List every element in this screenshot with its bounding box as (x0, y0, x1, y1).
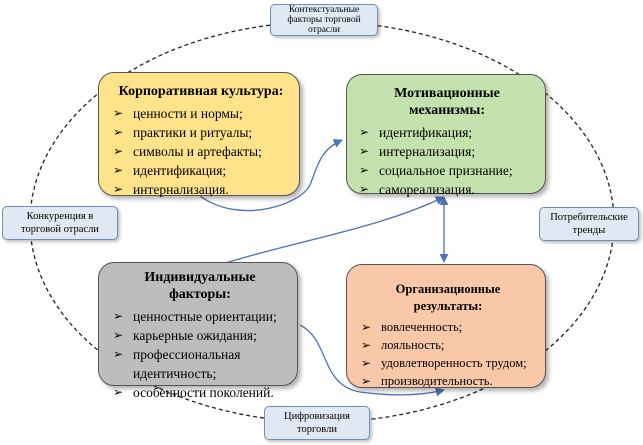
context-label-digitalization: Цифровизация торговли (284, 411, 350, 435)
individual-factors-box: Индивидуальные факторы: ➢ценностные орие… (98, 262, 298, 400)
list-item: ➢практики и ритуалы; (113, 125, 253, 140)
context-label-consumer-trends: Потребительские тренды (550, 212, 628, 236)
motivation-mechanisms-box: Мотивационные механизмы: ➢идентификация;… (346, 74, 546, 197)
corporate-culture-title: Корпоративная культура: (118, 84, 284, 99)
arrow-bullet-icon: ➢ (113, 144, 124, 158)
list-item: ➢ценностные ориентации; (113, 309, 277, 324)
list-item: ➢символы и артефакты; (113, 144, 262, 159)
list-item: ➢карьерные ожидания; (113, 328, 257, 343)
arrow-bullet-icon: ➢ (361, 356, 372, 370)
organizational-results-list: ➢вовлеченность; ➢лояльность; ➢удовлетвор… (361, 318, 535, 390)
individual-factors-list: ➢ценностные ориентации; ➢карьерные ожида… (113, 307, 287, 402)
list-item: ➢вовлеченность; (361, 320, 463, 334)
organizational-results-title: Организационные результаты: (395, 282, 501, 313)
context-box-digitalization: Цифровизация торговли (264, 406, 370, 440)
list-item: ➢особенности поколений. (113, 385, 274, 400)
arrow-bullet-icon: ➢ (113, 125, 124, 139)
arrow-bullet-icon: ➢ (113, 163, 124, 177)
list-item: ➢ценности и нормы; (113, 106, 243, 121)
list-item: ➢идентификация; (359, 125, 473, 140)
context-box-industry: Контекстуальные факторы торговой отрасли (270, 4, 378, 36)
list-item: ➢удовлетворенность трудом; (361, 356, 527, 370)
organizational-results-box: Организационные результаты: ➢вовлеченнос… (346, 264, 546, 388)
arrow-bullet-icon: ➢ (359, 144, 370, 158)
connector-culture-to-motivation (199, 139, 343, 212)
context-label-industry: Контекстуальные факторы торговой отрасли (287, 5, 361, 35)
arrow-bullet-icon: ➢ (113, 106, 124, 120)
arrow-bullet-icon: ➢ (113, 347, 124, 361)
arrow-bullet-icon: ➢ (113, 385, 124, 399)
arrow-bullet-icon: ➢ (361, 338, 372, 352)
list-item: ➢самореализация. (359, 182, 475, 197)
connector-individual-to-results (299, 324, 445, 397)
arrow-bullet-icon: ➢ (113, 182, 124, 196)
motivation-mechanisms-title: Мотивационные механизмы: (394, 86, 500, 118)
corporate-culture-list: ➢ценности и нормы; ➢практики и ритуалы; … (113, 104, 289, 199)
arrow-bullet-icon: ➢ (361, 374, 372, 388)
list-item: ➢идентификация; (113, 163, 227, 178)
list-item: ➢профессиональная идентичность; (113, 347, 241, 381)
corporate-culture-box: Корпоративная культура: ➢ценности и норм… (98, 72, 300, 199)
list-item: ➢лояльность; (361, 338, 445, 352)
motivation-mechanisms-list: ➢идентификация; ➢интернализация; ➢социал… (359, 123, 535, 199)
connector-individual-to-motivation (221, 196, 445, 265)
arrow-bullet-icon: ➢ (113, 309, 124, 323)
list-item: ➢интернализация; (359, 144, 476, 159)
arrow-bullet-icon: ➢ (361, 320, 372, 334)
list-item: ➢производительность. (361, 374, 493, 388)
context-label-competition: Конкуренция в торговой отрасли (21, 211, 99, 235)
arrow-bullet-icon: ➢ (113, 328, 124, 342)
arrow-bullet-icon: ➢ (359, 163, 370, 177)
context-box-competition: Конкуренция в торговой отрасли (2, 206, 118, 240)
arrow-bullet-icon: ➢ (359, 182, 370, 196)
individual-factors-title: Индивидуальные факторы: (144, 270, 256, 302)
arrow-bullet-icon: ➢ (359, 125, 370, 139)
list-item: ➢социальное признание; (359, 163, 513, 178)
list-item: ➢интернализация. (113, 182, 229, 197)
context-box-consumer-trends: Потребительские тренды (539, 207, 639, 241)
